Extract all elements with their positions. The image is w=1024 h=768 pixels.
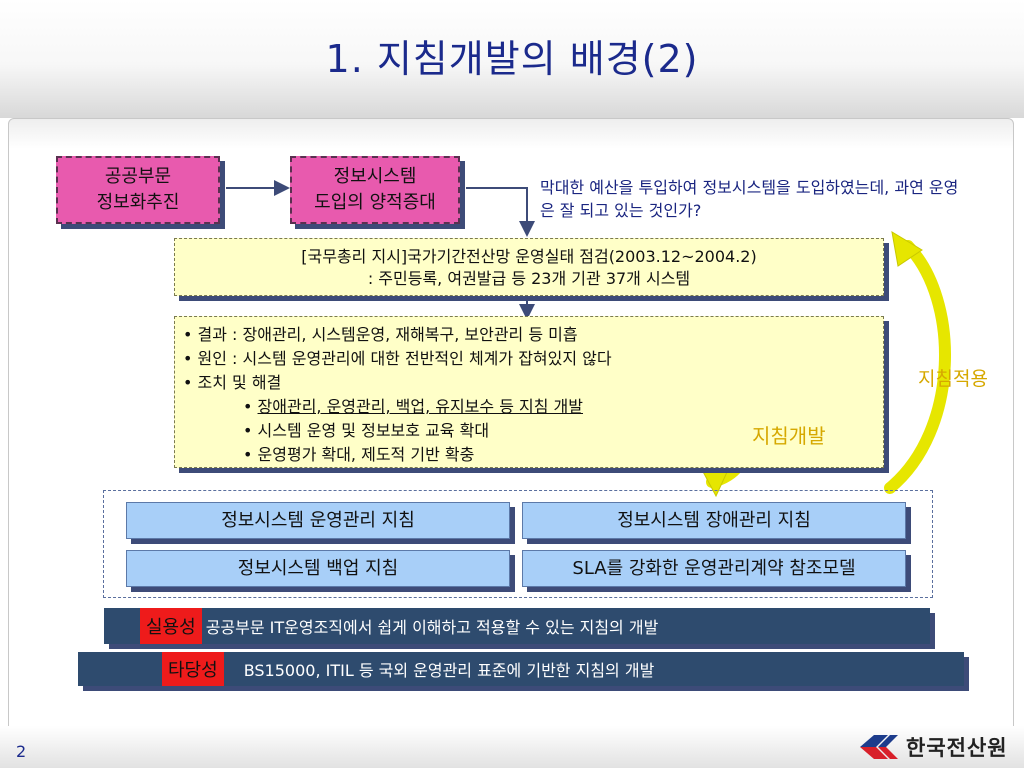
directive-line2: : 주민등록, 여권발급 등 23개 기관 37개 시스템 bbox=[367, 269, 691, 288]
guide-backup: 정보시스템 백업 지침 bbox=[126, 550, 510, 587]
footer-band bbox=[0, 726, 1024, 768]
header-band bbox=[0, 0, 1024, 118]
system-intro-box: 정보시스템 도입의 양적증대 bbox=[290, 156, 460, 224]
action-item-text: 시스템 운영 및 정보보호 교육 확대 bbox=[257, 421, 490, 440]
action-item-bullet: • bbox=[243, 421, 258, 440]
criteria-bar-validity: 타당성 BS15000, ITIL 등 국외 운영관리 표준에 기반한 지침의 … bbox=[78, 652, 964, 686]
public-sector-line2: 정보화추진 bbox=[96, 192, 180, 213]
logo-mark-icon bbox=[860, 735, 898, 759]
finding-cause: • 원인 : 시스템 운영관리에 대한 전반적인 체계가 잡혀있지 않다 bbox=[183, 349, 612, 368]
action-item-text: 운영평가 확대, 제도적 기반 확충 bbox=[257, 445, 475, 464]
logo: 한국전산원 bbox=[858, 732, 1008, 762]
public-sector-line1: 공공부문 bbox=[104, 166, 172, 187]
action-item: • 장애관리, 운영관리, 백업, 유지보수 등 지침 개발 bbox=[183, 395, 883, 419]
validity-text: BS15000, ITIL 등 국외 운영관리 표준에 기반한 지침의 개발 bbox=[243, 661, 655, 680]
develop-label: 지침개발 bbox=[752, 424, 826, 448]
guide-incident: 정보시스템 장애관리 지침 bbox=[522, 502, 906, 539]
practicality-tag: 실용성 bbox=[140, 608, 202, 644]
guides-frame bbox=[103, 490, 933, 598]
system-intro-line2: 도입의 양적증대 bbox=[314, 192, 436, 213]
finding-action: • 조치 및 해결 bbox=[183, 373, 282, 392]
slide-title: 1. 지침개발의 배경(2) bbox=[325, 37, 699, 81]
apply-label: 지침적용 bbox=[918, 368, 988, 390]
system-intro-line1: 정보시스템 bbox=[333, 166, 417, 187]
directive-box: [국무총리 지시]국가기간전산망 운영실태 점검(2003.12~2004.2)… bbox=[174, 238, 884, 296]
guide-operations: 정보시스템 운영관리 지침 bbox=[126, 502, 510, 539]
public-sector-box: 공공부문 정보화추진 bbox=[56, 156, 220, 224]
findings-box: • 결과 : 장애관리, 시스템운영, 재해복구, 보안관리 등 미흡 • 원인… bbox=[174, 316, 884, 468]
finding-result: • 결과 : 장애관리, 시스템운영, 재해복구, 보안관리 등 미흡 bbox=[183, 325, 578, 344]
action-item-bullet: • bbox=[243, 445, 258, 464]
question-text: 막대한 예산을 투입하여 정보시스템을 도입하였는데, 과연 운영은 잘 되고 … bbox=[540, 178, 959, 220]
page-number: 2 bbox=[16, 742, 27, 761]
validity-tag: 타당성 bbox=[162, 652, 224, 686]
criteria-bar-practicality: 실용성 공공부문 IT운영조직에서 쉽게 이해하고 적용할 수 있는 지침의 개… bbox=[104, 608, 930, 644]
action-item-bullet: • bbox=[243, 397, 258, 416]
logo-text: 한국전산원 bbox=[906, 736, 1008, 760]
action-item: • 시스템 운영 및 정보보호 교육 확대 bbox=[183, 419, 883, 443]
directive-line1: [국무총리 지시]국가기간전산망 운영실태 점검(2003.12~2004.2) bbox=[301, 247, 757, 266]
action-item: • 운영평가 확대, 제도적 기반 확충 bbox=[183, 443, 883, 467]
practicality-text: 공공부문 IT운영조직에서 쉽게 이해하고 적용할 수 있는 지침의 개발 bbox=[205, 618, 659, 637]
action-item-text: 장애관리, 운영관리, 백업, 유지보수 등 지침 개발 bbox=[257, 397, 583, 416]
guide-sla-model: SLA를 강화한 운영관리계약 참조모델 bbox=[522, 550, 906, 587]
